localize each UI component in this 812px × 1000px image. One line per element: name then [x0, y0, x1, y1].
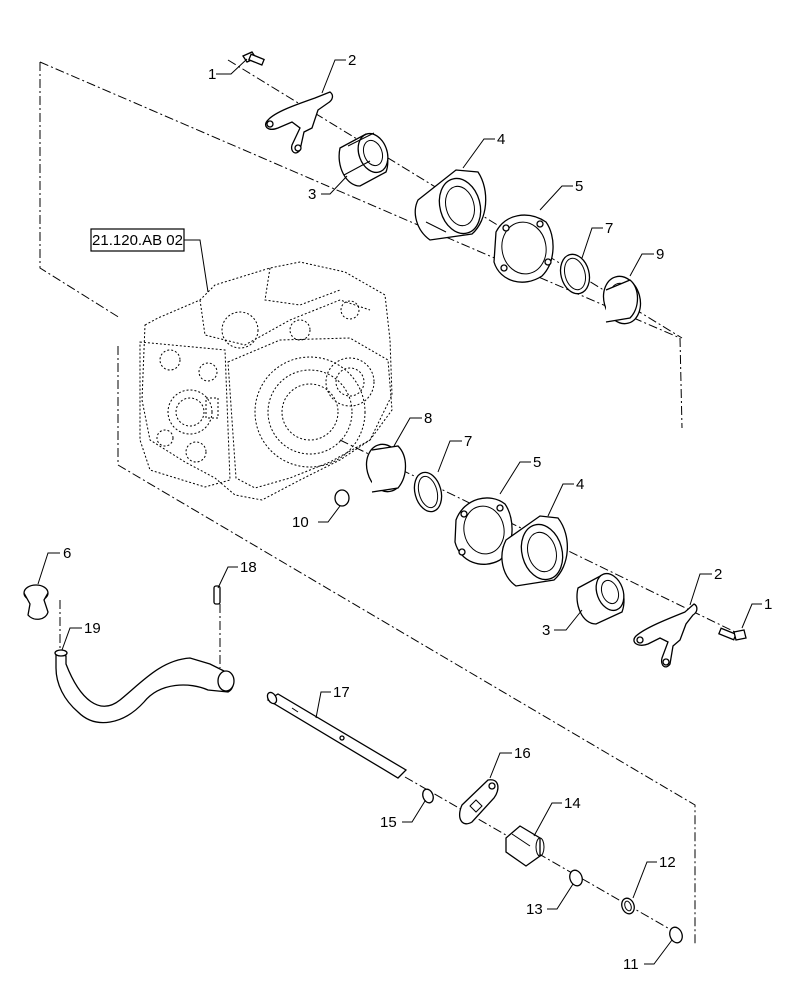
callout-14[interactable]: 14: [564, 795, 581, 812]
sleeve-lower: [576, 572, 625, 625]
detent-14: [505, 825, 545, 867]
shift-lever-19: [54, 649, 235, 724]
reference-label: 21.120.AB 02: [92, 232, 183, 249]
lower-assembly-boundary: [117, 346, 736, 945]
callout-4[interactable]: 4: [497, 131, 505, 148]
shaft-axis-lines: [59, 600, 681, 936]
callout-10[interactable]: 10: [292, 514, 309, 531]
callout-5[interactable]: 5: [575, 178, 583, 195]
housing-upper: [414, 169, 487, 241]
ring-15: [422, 788, 434, 804]
bearing-lower: [365, 443, 407, 493]
ring-13: [569, 869, 583, 887]
ring-12: [621, 897, 635, 915]
snap-ring-lower: [413, 471, 443, 513]
callout-3[interactable]: 3: [308, 186, 316, 203]
callout-leaders: [37, 58, 762, 965]
callout-3[interactable]: 3: [542, 622, 550, 639]
pin-18: [213, 585, 221, 605]
bolt-lower: [718, 627, 747, 641]
bracket-lower: [633, 603, 698, 668]
callout-2[interactable]: 2: [348, 52, 356, 69]
callout-5[interactable]: 5: [533, 454, 541, 471]
callout-7[interactable]: 7: [464, 433, 472, 450]
callout-16[interactable]: 16: [514, 745, 531, 762]
transmission-housing: [139, 261, 393, 501]
callout-18[interactable]: 18: [240, 559, 257, 576]
callout-7[interactable]: 7: [605, 220, 613, 237]
callouts: 1 2 3 4 5 7 9 8 7 5 4 10 2 1 3 6 18 19 1…: [63, 52, 772, 973]
sleeve-upper: [338, 132, 389, 187]
callout-8[interactable]: 8: [424, 410, 432, 427]
callout-11[interactable]: 11: [623, 956, 639, 973]
plate-16: [458, 779, 499, 825]
cover-upper: [493, 214, 554, 283]
plug-10: [334, 489, 350, 507]
callout-19[interactable]: 19: [84, 620, 101, 637]
bolt-upper: [242, 51, 265, 66]
reference-box[interactable]: 21.120.AB 02: [90, 228, 209, 293]
ring-11: [669, 926, 683, 944]
snap-ring-upper: [559, 253, 591, 295]
housing-lower: [501, 515, 569, 587]
callout-9[interactable]: 9: [656, 246, 664, 263]
callout-1[interactable]: 1: [764, 596, 772, 613]
knob-6: [23, 584, 49, 620]
bearing-upper: [602, 275, 642, 325]
callout-1[interactable]: 1: [208, 66, 216, 83]
shaft-17: [266, 691, 408, 779]
callout-4[interactable]: 4: [576, 476, 584, 493]
callout-2[interactable]: 2: [714, 566, 722, 583]
callout-17[interactable]: 17: [333, 684, 350, 701]
callout-13[interactable]: 13: [526, 901, 543, 918]
callout-6[interactable]: 6: [63, 545, 71, 562]
callout-12[interactable]: 12: [659, 854, 676, 871]
callout-15[interactable]: 15: [380, 814, 397, 831]
bracket-upper: [264, 91, 334, 154]
